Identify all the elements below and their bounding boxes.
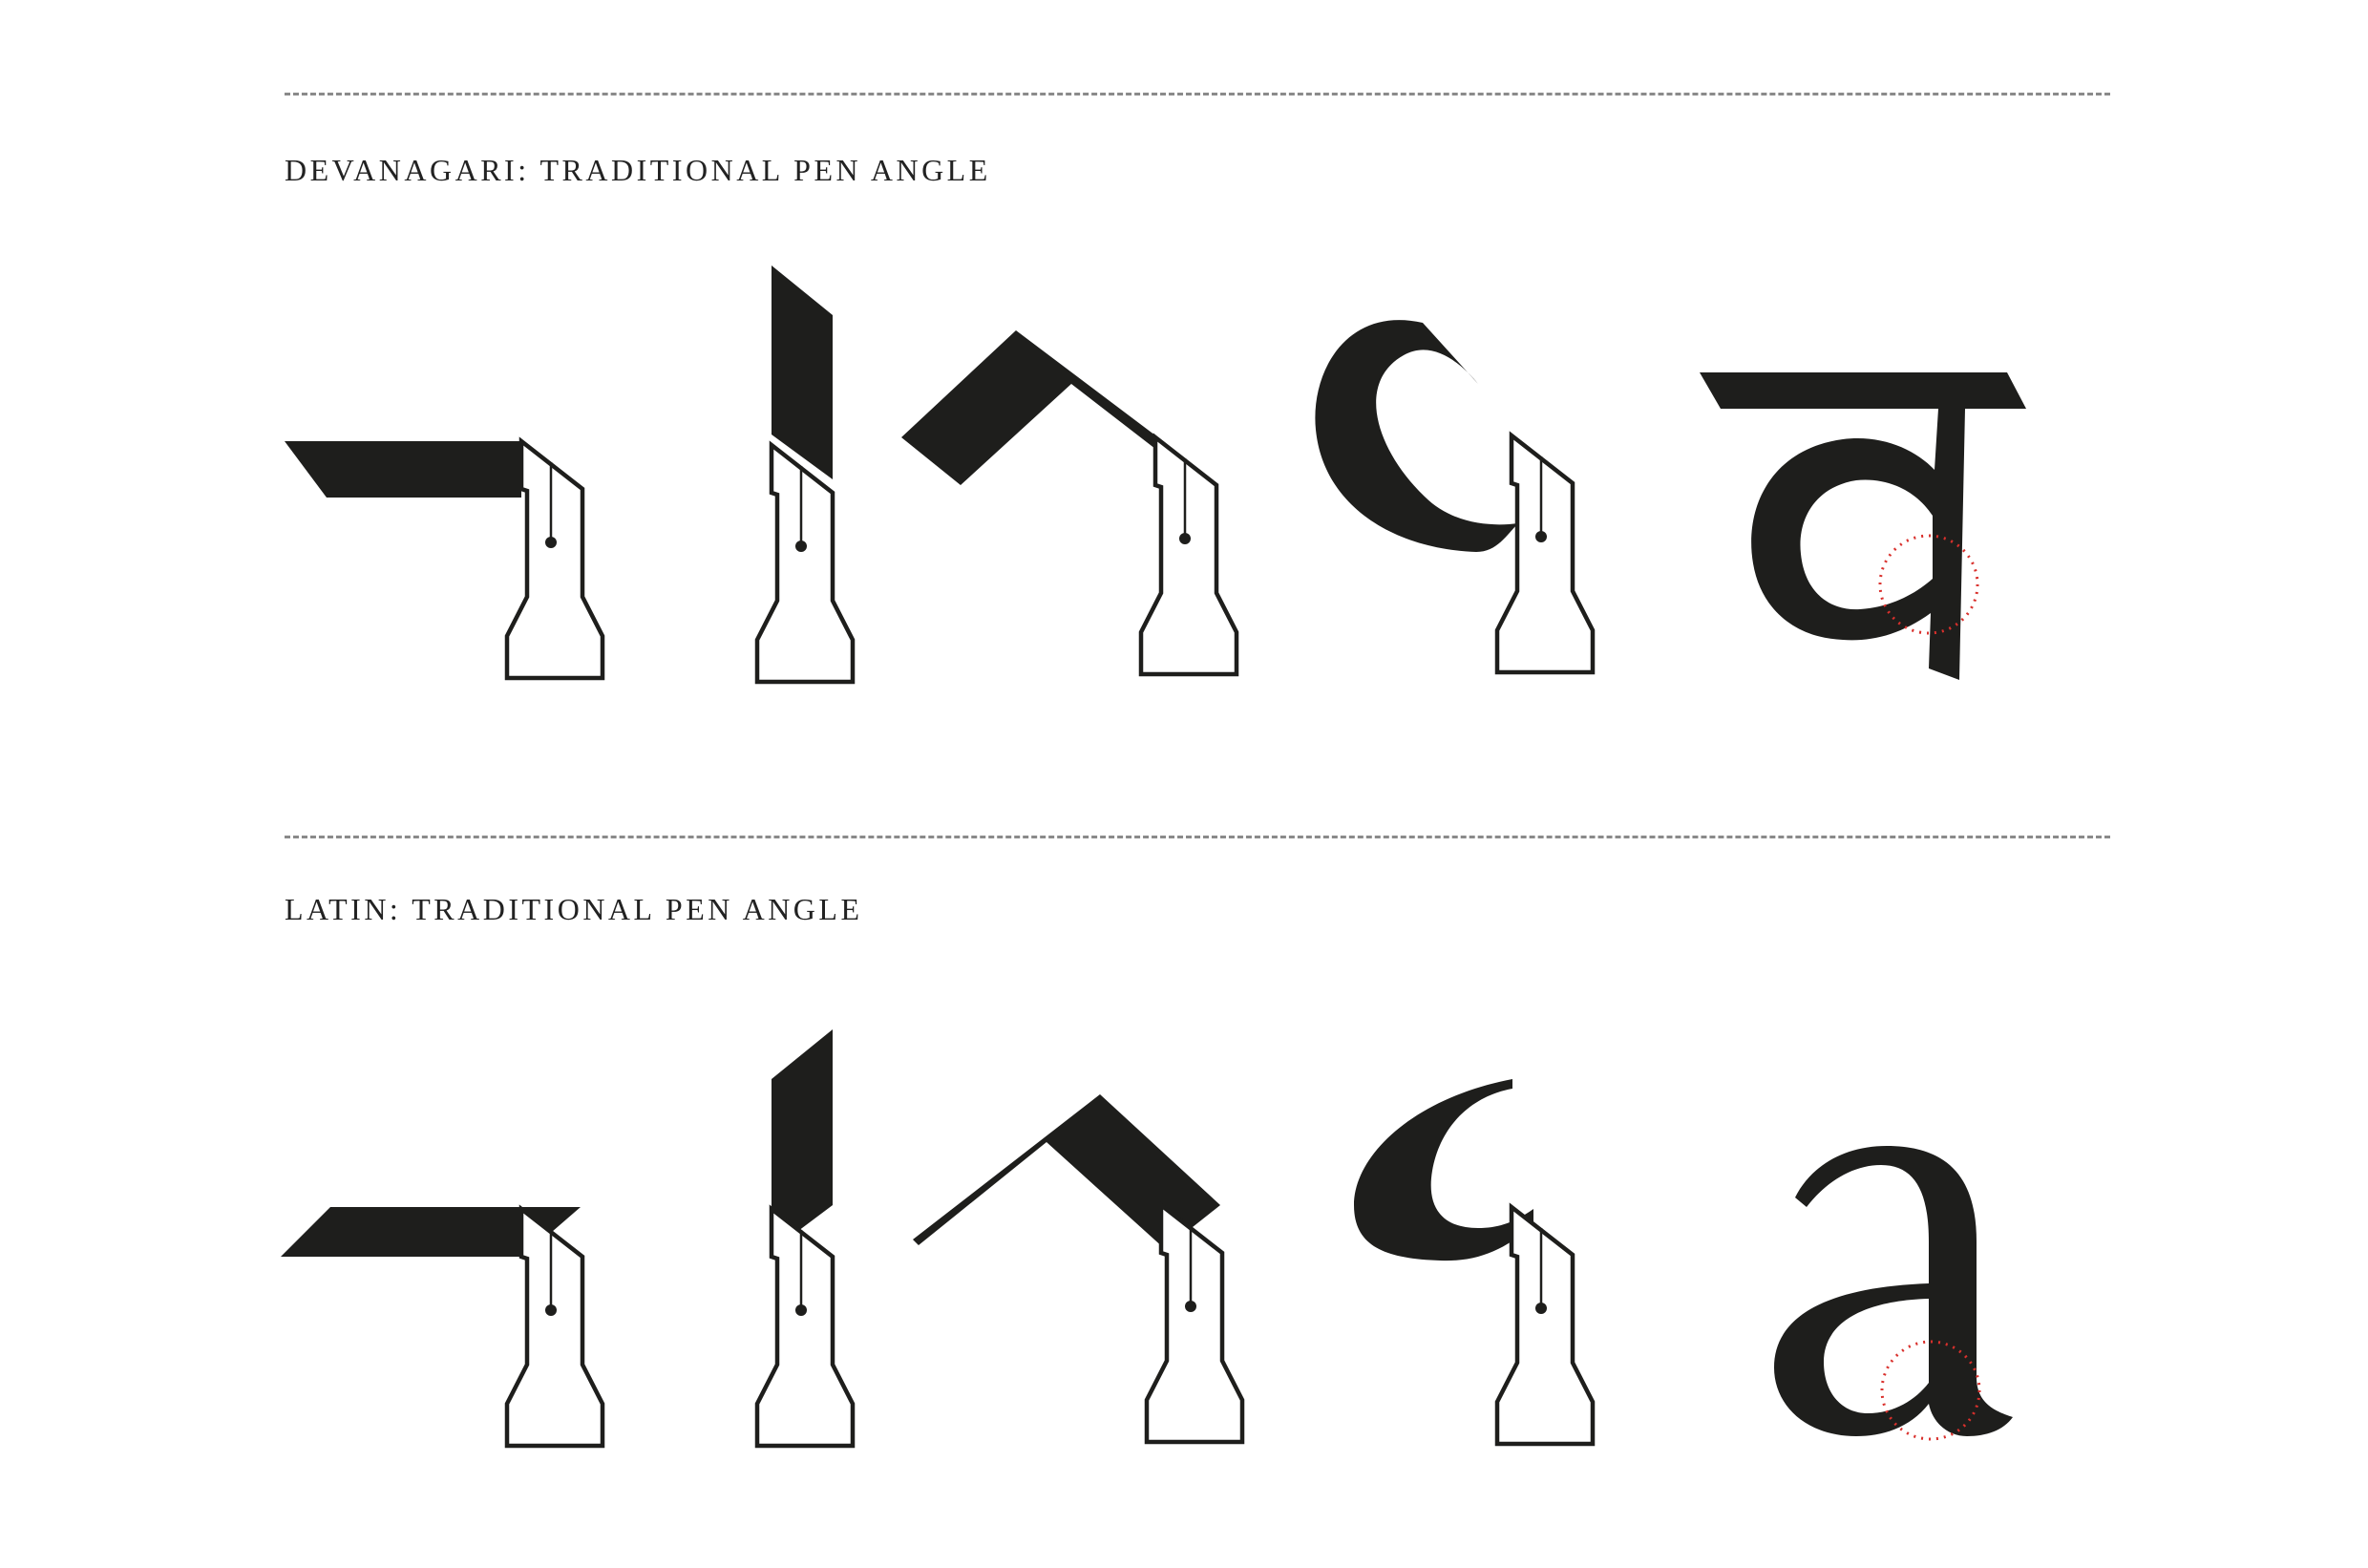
latin-letter-glyph xyxy=(1774,1146,2013,1441)
highlight-circle-latin xyxy=(1880,1340,1981,1441)
latin-stroke-vertical xyxy=(757,1029,853,1446)
highlight-circle-devanagari xyxy=(1878,534,1979,635)
section-heading-devanagari: DEVANAGARI: TRADITIONAL PEN ANGLE xyxy=(285,153,991,187)
latin-row xyxy=(281,1029,2013,1446)
latin-stroke-curve xyxy=(1354,1079,1593,1444)
devanagari-stroke-curve xyxy=(1315,320,1593,672)
devanagari-stroke-angle xyxy=(901,330,1237,674)
devanagari-stroke-vertical xyxy=(757,265,853,682)
latin-stroke-horizontal xyxy=(281,1207,603,1446)
divider-middle xyxy=(285,836,2110,838)
devanagari-stroke-horizontal xyxy=(285,441,603,678)
latin-stroke-angle xyxy=(913,1094,1242,1442)
devanagari-letter-glyph xyxy=(1700,372,2026,680)
divider-top xyxy=(285,93,2110,95)
devanagari-row xyxy=(285,265,2026,682)
section-heading-latin: LATIN: TRADITIONAL PEN ANGLE xyxy=(285,892,863,926)
